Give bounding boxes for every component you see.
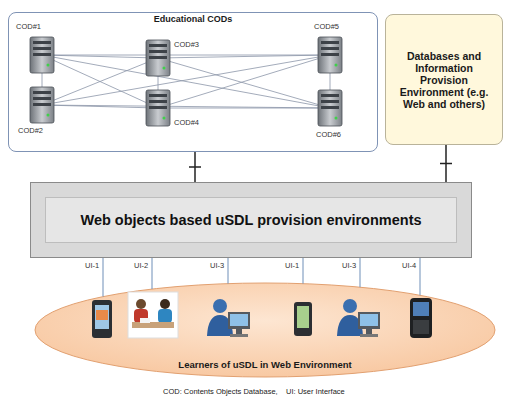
mesh-links bbox=[42, 55, 330, 108]
connector bbox=[303, 258, 304, 284]
database-box: Databases and Information Provision Envi… bbox=[385, 14, 503, 145]
provision-box: Web objects based uSDL provision environ… bbox=[30, 182, 472, 258]
node-text: Databases and Information Provision Envi… bbox=[392, 50, 496, 110]
server-label: COD#5 bbox=[314, 22, 339, 31]
node-text: Learners of uSDL in Web Environment bbox=[178, 359, 351, 370]
connector bbox=[440, 145, 452, 182]
server-label: COD#4 bbox=[174, 118, 199, 127]
learner-icons bbox=[92, 292, 432, 338]
ui-label: UI-1 bbox=[284, 261, 300, 270]
caption: COD: Contents Objects Database, UI: User… bbox=[163, 387, 345, 396]
ui-label: UI-1 bbox=[84, 261, 100, 270]
ui-label: UI-3 bbox=[341, 261, 357, 270]
ui-label: UI-2 bbox=[133, 261, 149, 270]
connector bbox=[189, 152, 201, 182]
connector bbox=[228, 258, 229, 284]
node-text: Web objects based uSDL provision environ… bbox=[80, 212, 421, 228]
server-label: COD#1 bbox=[16, 22, 41, 31]
ui-label: UI-3 bbox=[209, 261, 225, 270]
connector bbox=[360, 258, 361, 287]
server-icons bbox=[30, 37, 342, 126]
node-text: Educational CODs bbox=[154, 14, 233, 24]
server-label: COD#3 bbox=[174, 40, 199, 49]
server-label: COD#6 bbox=[316, 130, 341, 139]
connector bbox=[152, 258, 153, 289]
connector bbox=[420, 258, 421, 295]
ui-label: UI-4 bbox=[401, 261, 417, 270]
learners-ellipse-node: Learners of uSDL in Web Environment bbox=[35, 283, 495, 377]
learners-ellipse bbox=[35, 283, 495, 377]
connector bbox=[103, 258, 104, 297]
server-label: COD#2 bbox=[18, 126, 43, 135]
